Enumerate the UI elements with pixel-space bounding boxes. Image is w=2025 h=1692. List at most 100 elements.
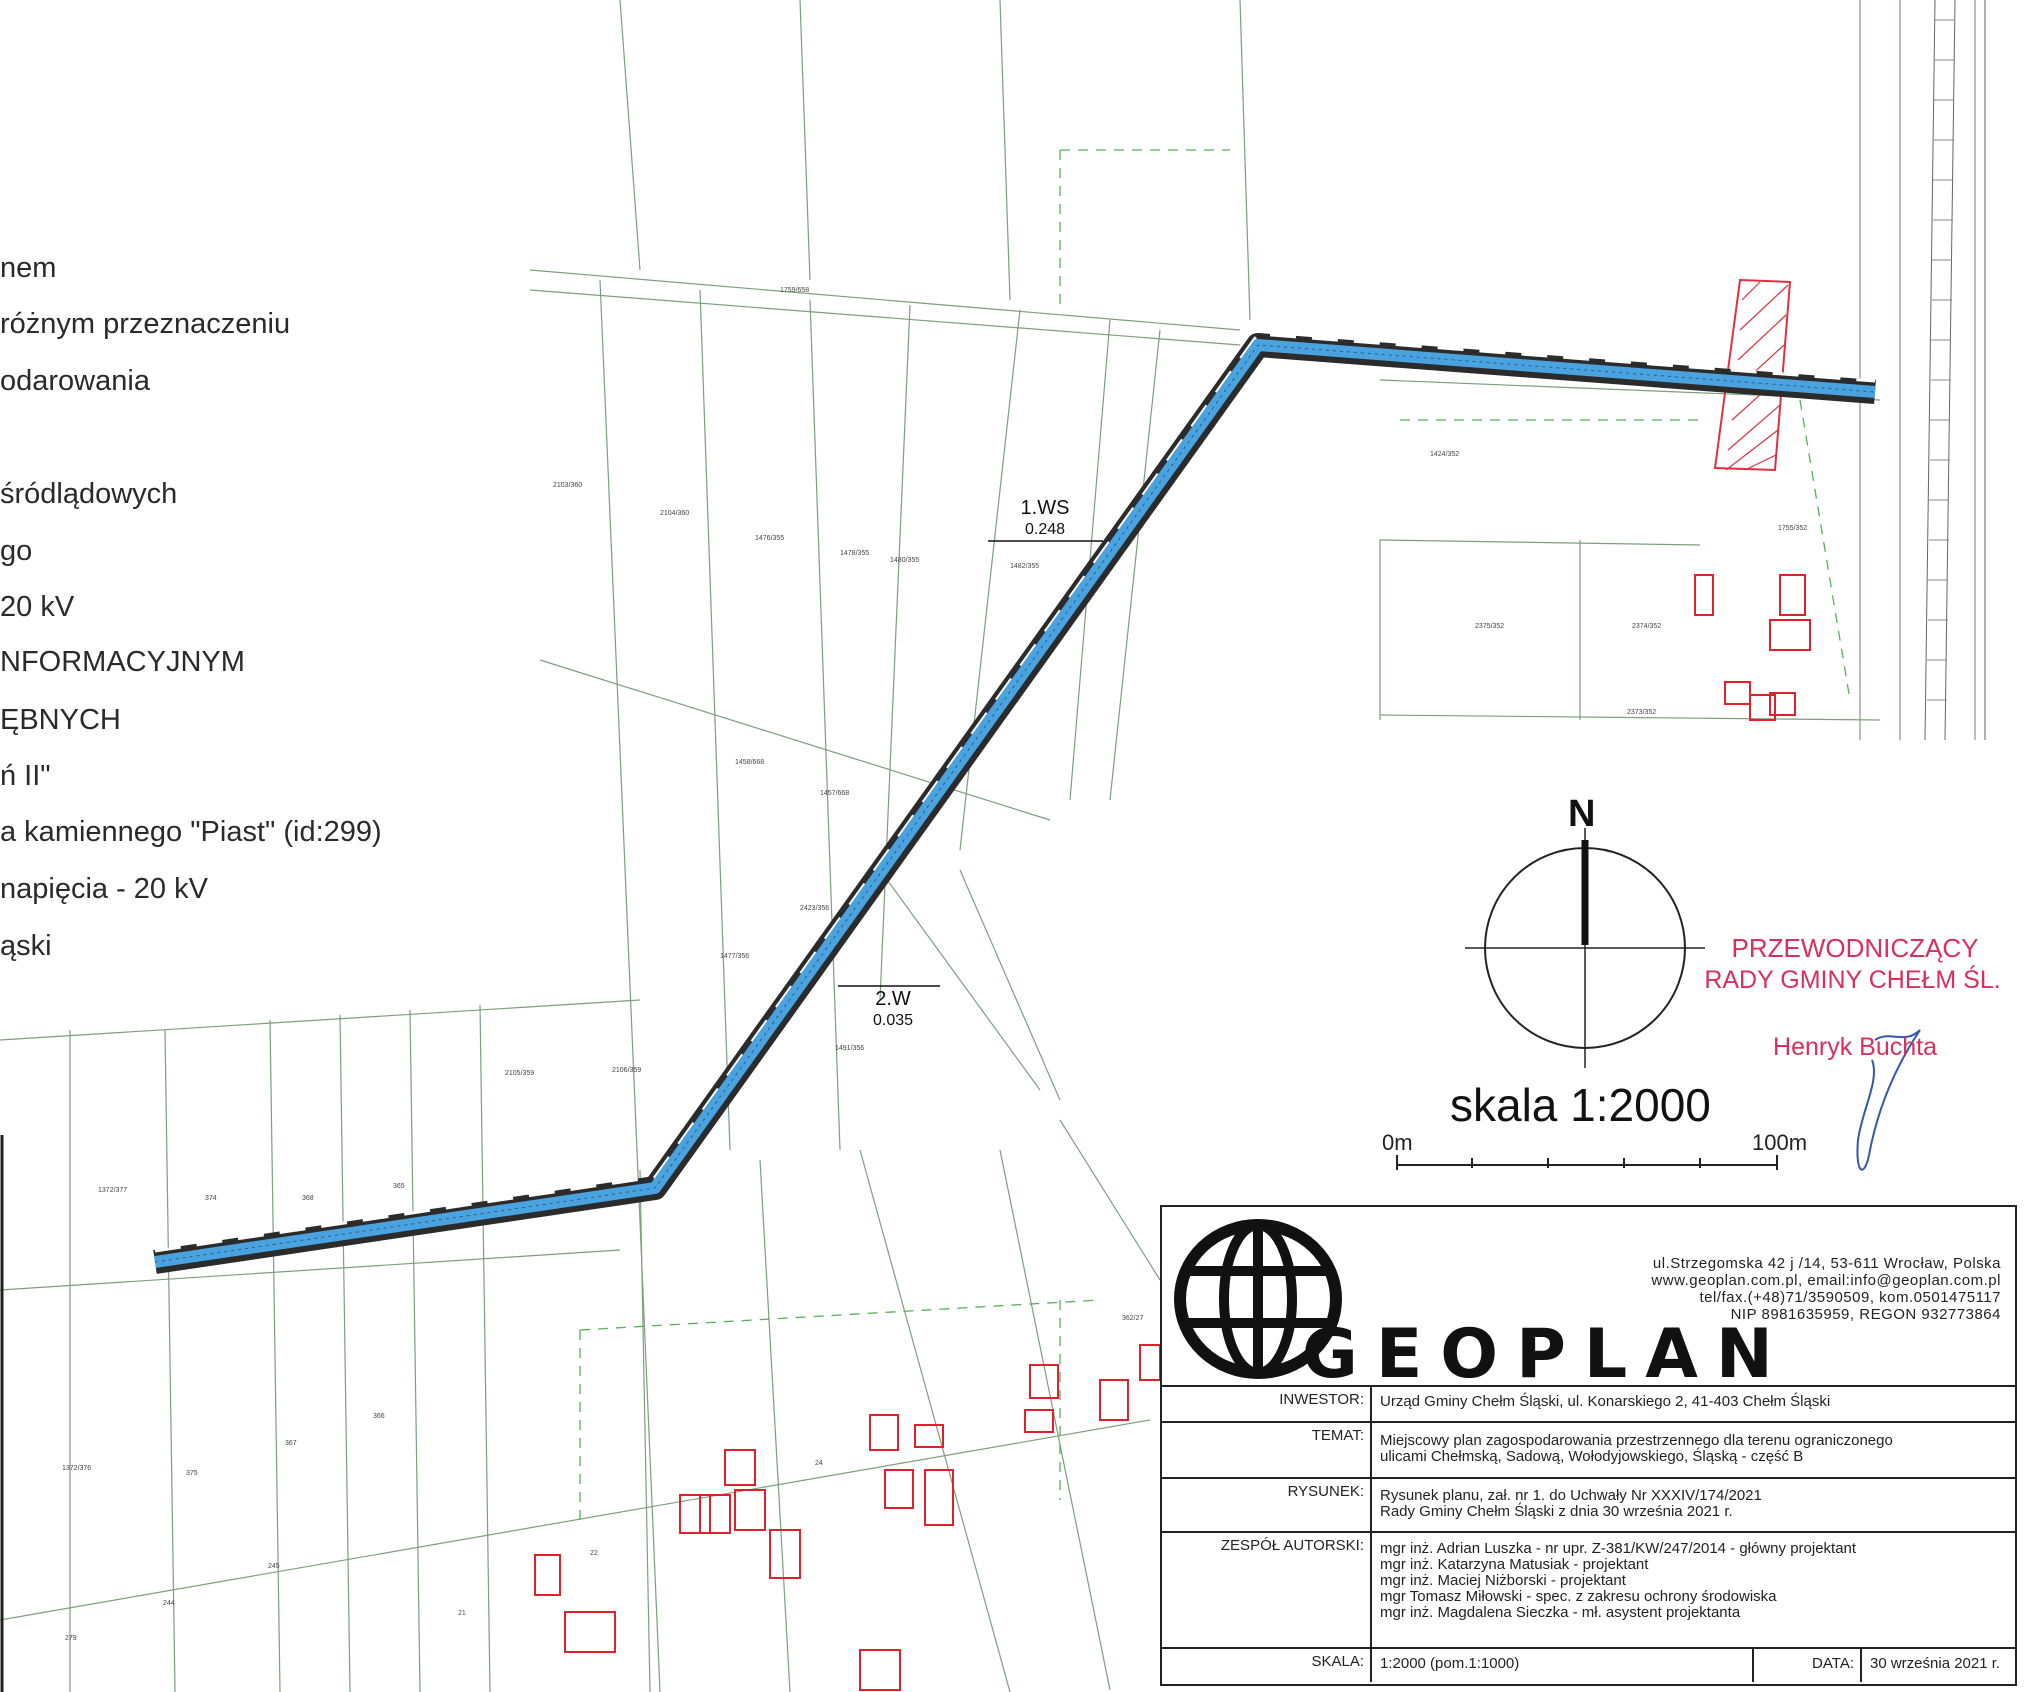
parcel-label: 2374/352 bbox=[1632, 623, 1661, 630]
legend-line: ĘBNYCH bbox=[0, 704, 121, 736]
dashed-green-lines bbox=[579, 149, 1851, 1520]
value-temat: ulicami Chełmską, Sadową, Wołodyjowskieg… bbox=[1380, 1448, 1804, 1465]
legend-line: napięcia - 20 kV bbox=[0, 873, 208, 905]
parcel-label: 367 bbox=[285, 1440, 297, 1447]
parcel-label: 365 bbox=[393, 1183, 405, 1190]
zone-area: 0.035 bbox=[872, 1012, 914, 1029]
address-line: tel/fax.(+48)71/3590509, kom.0501475117 bbox=[1699, 1289, 2001, 1306]
parcel-label: 21 bbox=[458, 1610, 466, 1617]
parcel-label: 1372/377 bbox=[98, 1187, 127, 1194]
north-label: N bbox=[1568, 793, 1596, 835]
label-inwestor: INWESTOR: bbox=[1162, 1387, 1372, 1421]
parcel-label: 2373/352 bbox=[1627, 709, 1656, 716]
legend-line: różnym przeznaczeniu bbox=[0, 308, 291, 340]
legend-line: odarowania bbox=[0, 365, 150, 397]
parcel-label: 1759/658 bbox=[780, 287, 809, 294]
parcel-label: 245 bbox=[268, 1563, 280, 1570]
row-zespol: ZESPÓŁ AUTORSKI: mgr inż. Adrian Luszka … bbox=[1162, 1533, 2015, 1649]
scale-end: 100m bbox=[1752, 1130, 1808, 1155]
author-line: mgr Tomasz Miłowski - spec. z zakresu oc… bbox=[1380, 1588, 1777, 1605]
globe-logo-icon bbox=[1174, 1219, 1342, 1379]
parcel-label: 2375/352 bbox=[1475, 623, 1504, 630]
legend-line: ąski bbox=[0, 930, 52, 962]
legend-line: go bbox=[0, 535, 33, 567]
label-temat: TEMAT: bbox=[1162, 1423, 1372, 1477]
author-line: mgr inż. Magdalena Sieczka - mł. asysten… bbox=[1380, 1604, 1741, 1621]
parcel-label: 2106/359 bbox=[612, 1067, 641, 1074]
north-arrow bbox=[1465, 828, 1705, 1068]
parcel-label: 362/27 bbox=[1122, 1315, 1144, 1322]
parcel-label: 1478/355 bbox=[840, 550, 869, 557]
row-skala-data: SKALA: 1:2000 (pom.1:1000) DATA: 30 wrze… bbox=[1162, 1649, 2015, 1682]
value-data: 30 września 2021 r. bbox=[1870, 1655, 2001, 1672]
author-line: mgr inż. Maciej Niżborski - projektant bbox=[1380, 1572, 1626, 1589]
value-inwestor: Urząd Gminy Chełm Śląski, ul. Konarskieg… bbox=[1380, 1393, 1831, 1410]
parcel-labels: 1759/658 2103/360 2104/360 1476/355 1478… bbox=[62, 287, 1807, 1642]
stamp-line1: PRZEWODNICZĄCY bbox=[1731, 933, 1979, 963]
parcel-label: 2423/356 bbox=[800, 905, 829, 912]
zone-label-1ws: 1.WS 0.248 bbox=[1000, 497, 1090, 541]
parcel-label: 1476/355 bbox=[755, 535, 784, 542]
zone-code: 2.W bbox=[875, 988, 911, 1010]
parcel-label: 368 bbox=[302, 1195, 314, 1202]
parcel-label: 1477/356 bbox=[720, 953, 749, 960]
zone-code: 1.WS bbox=[1020, 497, 1070, 519]
zone-area: 0.248 bbox=[1024, 521, 1066, 538]
legend-line: ń II" bbox=[0, 760, 51, 792]
brand-name: GEOPLAN bbox=[1302, 1315, 1791, 1394]
parcel-label: 1458/668 bbox=[735, 759, 764, 766]
stamp-name: Henryk Buchta bbox=[1773, 1033, 1937, 1061]
parcel-label: 1755/352 bbox=[1778, 525, 1807, 532]
parcel-label: 24 bbox=[815, 1460, 823, 1467]
scale-title: skala 1:2000 bbox=[1450, 1079, 1711, 1131]
value-rysunek: Rady Gminy Chełm Śląski z dnia 30 wrześn… bbox=[1380, 1503, 1733, 1520]
parcel-label: 375 bbox=[186, 1470, 198, 1477]
zone-label-2w: 2.W 0.035 bbox=[848, 988, 938, 1032]
legend-line: nem bbox=[0, 252, 57, 284]
legend-line: NFORMACYJNYM bbox=[0, 646, 245, 678]
buildings bbox=[534, 574, 1811, 1691]
value-rysunek: Rysunek planu, zał. nr 1. do Uchwały Nr … bbox=[1380, 1487, 1762, 1504]
value-temat: Miejscowy plan zagospodarowania przestrz… bbox=[1380, 1432, 1893, 1449]
address-line: ul.Strzegomska 42 j /14, 53-611 Wrocław,… bbox=[1652, 1255, 2001, 1272]
parcel-label: 1482/355 bbox=[1010, 563, 1039, 570]
author-line: mgr inż. Adrian Luszka - nr upr. Z-381/K… bbox=[1380, 1540, 1857, 1557]
title-block: ul.Strzegomska 42 j /14, 53-611 Wrocław,… bbox=[1160, 1205, 2017, 1686]
legend-line: a kamiennego "Piast" (id:299) bbox=[0, 816, 382, 848]
parcel-label: 2103/360 bbox=[553, 482, 582, 489]
label-rysunek: RYSUNEK: bbox=[1162, 1479, 1372, 1531]
parcel-label: 374 bbox=[205, 1195, 217, 1202]
parcel-label: 1491/356 bbox=[835, 1045, 864, 1052]
parcel-label: 1424/352 bbox=[1430, 451, 1459, 458]
logo-area: ul.Strzegomska 42 j /14, 53-611 Wrocław,… bbox=[1162, 1207, 2015, 1394]
label-data: DATA: bbox=[1752, 1649, 1862, 1682]
signature-scribble bbox=[1856, 1029, 1921, 1171]
company-address: ul.Strzegomska 42 j /14, 53-611 Wrocław,… bbox=[1651, 1255, 2001, 1323]
red-hatched-zone bbox=[1713, 278, 1792, 472]
value-skala: 1:2000 (pom.1:1000) bbox=[1380, 1655, 1520, 1672]
parcel-label: 2105/359 bbox=[505, 1070, 534, 1077]
label-zespol: ZESPÓŁ AUTORSKI: bbox=[1162, 1533, 1372, 1647]
row-temat: TEMAT: Miejscowy plan zagospodarowania p… bbox=[1162, 1423, 2015, 1479]
stamp-line2: RADY GMINY CHEŁM ŚL. bbox=[1704, 966, 2001, 994]
railway-edge bbox=[1924, 0, 1986, 741]
parcel-label: 1372/376 bbox=[62, 1465, 91, 1472]
row-inwestor: INWESTOR: Urząd Gminy Chełm Śląski, ul. … bbox=[1162, 1387, 2015, 1423]
row-rysunek: RYSUNEK: Rysunek planu, zał. nr 1. do Uc… bbox=[1162, 1479, 2015, 1533]
parcel-label: 22 bbox=[590, 1550, 598, 1557]
scale-start: 0m bbox=[1382, 1130, 1413, 1155]
scale-bar bbox=[1396, 1155, 1778, 1170]
address-line: www.geoplan.com.pl, email:info@geoplan.c… bbox=[1651, 1272, 2001, 1289]
address-line: NIP 8981635959, REGON 932773864 bbox=[1730, 1306, 2001, 1323]
parcel-label: 244 bbox=[163, 1600, 175, 1607]
parcel-label: 2104/360 bbox=[660, 510, 689, 517]
parcel-label: 366 bbox=[373, 1413, 385, 1420]
parcel-label: 1480/355 bbox=[890, 557, 919, 564]
author-line: mgr inż. Katarzyna Matusiak - projektant bbox=[1380, 1556, 1649, 1573]
label-skala: SKALA: bbox=[1162, 1649, 1372, 1682]
parcel-label: 279 bbox=[65, 1635, 77, 1642]
parcel-label: 1457/668 bbox=[820, 790, 849, 797]
legend-line: śródlądowych bbox=[0, 478, 178, 510]
legend-line: 20 kV bbox=[0, 591, 75, 623]
